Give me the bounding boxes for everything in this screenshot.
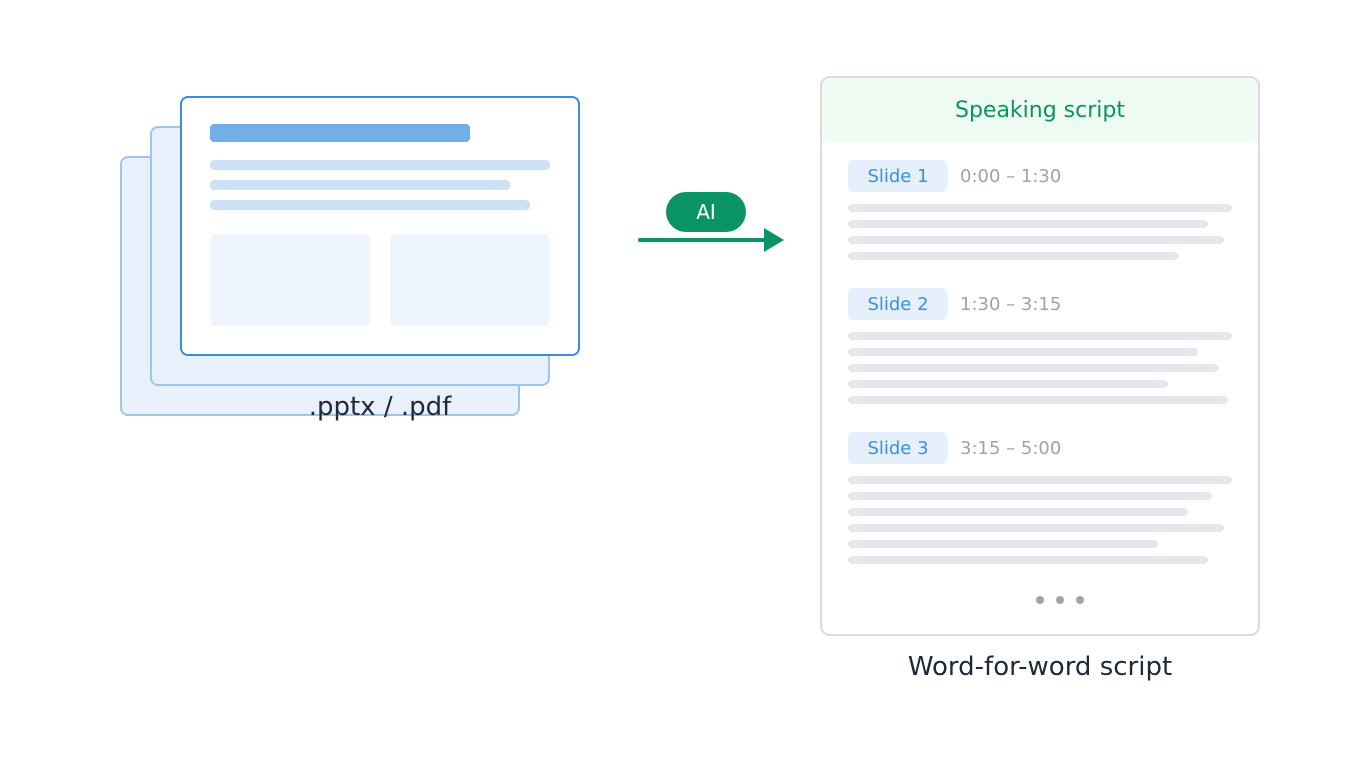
script-line [848,476,1232,484]
script-line [848,396,1228,404]
script-line [848,220,1208,228]
script-line [848,508,1188,516]
script-line [848,556,1208,564]
time-range: 3:15 – 5:00 [960,438,1062,459]
slide-text-line [210,200,530,210]
script-line [848,252,1178,260]
ai-badge: AI [666,192,746,232]
script-line [848,380,1168,388]
script-line [848,492,1212,500]
ellipsis-dot-icon [1076,596,1084,604]
script-line [848,332,1232,340]
script-line [848,236,1224,244]
slide-text-line [210,180,510,190]
slide-badge: Slide 1 [848,160,948,192]
script-line [848,348,1198,356]
slide-badge: Slide 2 [848,288,948,320]
input-format-label: .pptx / .pdf [308,392,452,422]
script-line [848,540,1158,548]
time-range: 0:00 – 1:30 [960,166,1062,187]
slide-badge: Slide 3 [848,432,948,464]
slide-title-bar [210,124,470,142]
arrow-shaft [638,238,768,242]
output-caption: Word-for-word script [907,652,1173,682]
arrow-head-icon [764,228,784,252]
script-line [848,364,1218,372]
slide-text-line [210,160,550,170]
time-range: 1:30 – 3:15 [960,294,1062,315]
ellipsis-dot-icon [1056,596,1064,604]
slide-image-placeholder [210,234,370,326]
script-line [848,524,1224,532]
slide-image-placeholder [390,234,550,326]
script-line [848,204,1232,212]
ellipsis-dot-icon [1036,596,1044,604]
script-card-header: Speaking script [822,78,1258,142]
